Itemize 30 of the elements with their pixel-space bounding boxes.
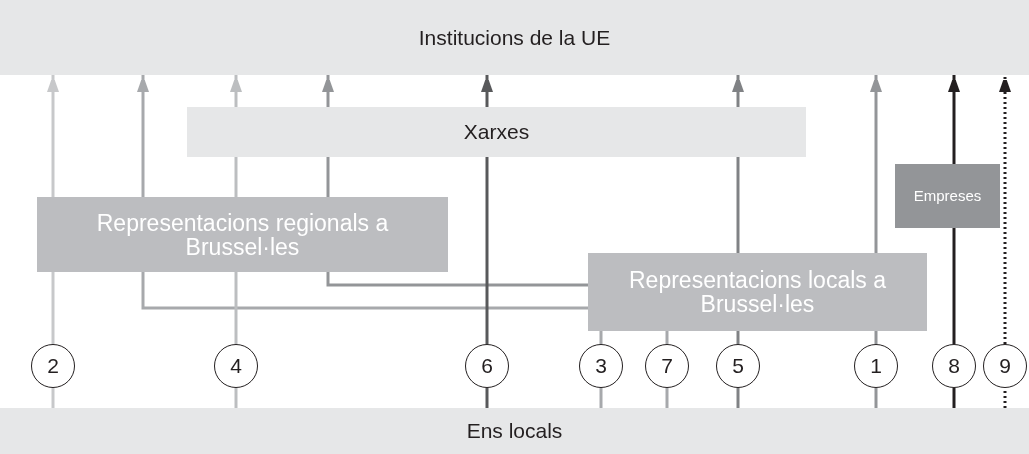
networks-box — [187, 107, 806, 157]
callout-number: 4 — [230, 353, 242, 380]
callout-number: 5 — [732, 353, 744, 380]
node-label: Ens locals — [466, 418, 563, 445]
node-label: Xarxes — [463, 119, 530, 146]
callout-number: 3 — [595, 353, 607, 380]
callout-number: 2 — [47, 353, 59, 380]
arrow — [948, 75, 960, 164]
institutions-band — [0, 0, 1029, 75]
arrow — [47, 75, 59, 197]
regional-box — [37, 197, 448, 272]
callout-number: 6 — [481, 353, 493, 380]
arrow — [230, 75, 242, 107]
callout-number: 1 — [870, 353, 882, 380]
local-entities-band — [0, 408, 1029, 454]
callout-number: 8 — [948, 353, 960, 380]
arrow — [999, 75, 1011, 344]
node-label: Empreses — [913, 185, 982, 206]
node-label: Representacions regionals a Brussel·les — [95, 210, 390, 259]
arrow — [137, 75, 149, 197]
local-box — [588, 253, 927, 331]
companies-box — [895, 164, 1000, 228]
arrow — [322, 75, 334, 107]
node-label: Representacions locals a Brussel·les — [628, 268, 887, 316]
callout-number: 9 — [999, 353, 1011, 380]
arrow — [870, 75, 882, 253]
node-label: Institucions de la UE — [418, 24, 611, 51]
arrow — [481, 75, 493, 107]
arrow — [732, 75, 744, 107]
callout-number: 7 — [661, 353, 673, 380]
